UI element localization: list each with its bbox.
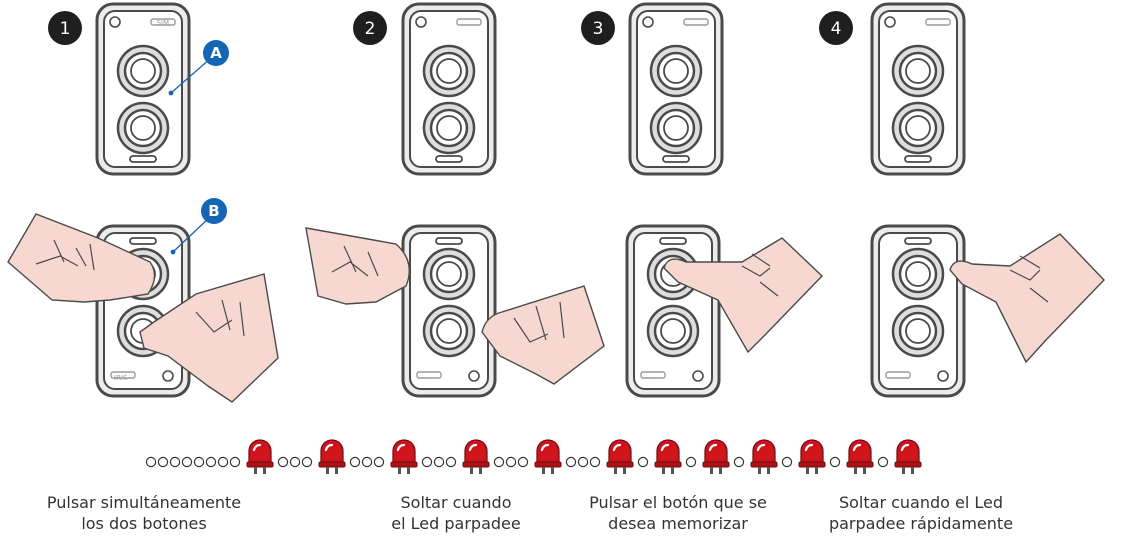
remote-back-3 bbox=[628, 2, 724, 176]
led-off-17 bbox=[421, 456, 433, 468]
step-2-group: 2 bbox=[305, 2, 605, 398]
step-3-group: 3 bbox=[581, 2, 823, 398]
led-off-10 bbox=[289, 456, 301, 468]
remote-front-3 bbox=[625, 224, 721, 398]
step-number-3: 3 bbox=[593, 19, 604, 39]
led-off-39 bbox=[877, 456, 889, 468]
caption-step-4: Soltar cuando el Led parpadee rápidament… bbox=[808, 492, 1034, 534]
remote-front-2 bbox=[401, 224, 497, 398]
led-off-13 bbox=[349, 456, 361, 468]
caption-step-2: Soltar cuando el Led parpadee bbox=[366, 492, 546, 534]
step-4-group: 4 bbox=[819, 2, 1105, 398]
step-badge-2: 2 bbox=[353, 11, 387, 45]
led-off-9 bbox=[277, 456, 289, 468]
led-off-7 bbox=[229, 456, 241, 468]
led-off-5 bbox=[205, 456, 217, 468]
led-off-19 bbox=[445, 456, 457, 468]
led-sequence bbox=[145, 438, 923, 476]
callout-a-letter: A bbox=[210, 44, 222, 62]
caption-2-line-1: Soltar cuando bbox=[400, 493, 512, 512]
caption-3-line-2: desea memorizar bbox=[608, 514, 748, 533]
led-on-24 bbox=[533, 438, 563, 476]
led-on-8 bbox=[245, 438, 275, 476]
led-off-18 bbox=[433, 456, 445, 468]
led-on-12 bbox=[317, 438, 347, 476]
led-off-27 bbox=[589, 456, 601, 468]
step-number-4: 4 bbox=[831, 19, 842, 39]
caption-3-line-1: Pulsar el botón que se bbox=[589, 493, 767, 512]
led-off-15 bbox=[373, 456, 385, 468]
step-badge-4: 4 bbox=[819, 11, 853, 45]
led-off-37 bbox=[829, 456, 841, 468]
led-off-29 bbox=[637, 456, 649, 468]
led-off-26 bbox=[577, 456, 589, 468]
remote-back-4 bbox=[870, 2, 966, 176]
caption-1-line-2: los dos botones bbox=[81, 514, 207, 533]
caption-4-line-2: parpadee rápidamente bbox=[828, 514, 1014, 533]
caption-step-3: Pulsar el botón que se desea memorizar bbox=[568, 492, 788, 534]
hand-right-release bbox=[481, 285, 605, 385]
led-off-1 bbox=[157, 456, 169, 468]
led-on-20 bbox=[461, 438, 491, 476]
remote-front-4 bbox=[870, 224, 966, 398]
remote-front-logo-1: IRIS bbox=[114, 374, 128, 382]
caption-2-line-2: el Led parpadee bbox=[391, 514, 521, 533]
led-off-6 bbox=[217, 456, 229, 468]
caption-1-line-1: Pulsar simultáneamente bbox=[46, 493, 242, 512]
led-on-40 bbox=[893, 438, 923, 476]
led-off-4 bbox=[193, 456, 205, 468]
led-off-21 bbox=[493, 456, 505, 468]
step-badge-3: 3 bbox=[581, 11, 615, 45]
step-badge-1: 1 bbox=[48, 11, 82, 45]
remote-back-2 bbox=[401, 2, 497, 176]
led-on-36 bbox=[797, 438, 827, 476]
led-off-25 bbox=[565, 456, 577, 468]
caption-step-1: Pulsar simultáneamente los dos botones bbox=[30, 492, 258, 534]
callout-b: B bbox=[201, 198, 227, 224]
led-off-3 bbox=[181, 456, 193, 468]
step-number-1: 1 bbox=[60, 19, 71, 39]
led-on-32 bbox=[701, 438, 731, 476]
led-off-31 bbox=[685, 456, 697, 468]
led-off-22 bbox=[505, 456, 517, 468]
step-1-group: 1 A B bbox=[7, 2, 279, 403]
led-on-30 bbox=[653, 438, 683, 476]
led-off-35 bbox=[781, 456, 793, 468]
hand-right-press bbox=[139, 273, 279, 403]
step-number-2: 2 bbox=[365, 19, 376, 39]
led-off-0 bbox=[145, 456, 157, 468]
hand-left-release bbox=[305, 227, 410, 305]
remote-back-logo-1: SIM bbox=[156, 19, 169, 27]
led-off-11 bbox=[301, 456, 313, 468]
led-on-28 bbox=[605, 438, 635, 476]
led-off-2 bbox=[169, 456, 181, 468]
led-off-14 bbox=[361, 456, 373, 468]
led-on-34 bbox=[749, 438, 779, 476]
caption-4-line-1: Soltar cuando el Led bbox=[838, 493, 1004, 512]
led-on-38 bbox=[845, 438, 875, 476]
callout-b-letter: B bbox=[208, 202, 219, 220]
callout-a: A bbox=[203, 40, 229, 66]
led-on-16 bbox=[389, 438, 419, 476]
hand-press-top bbox=[663, 237, 823, 354]
hand-release-top bbox=[949, 233, 1105, 364]
led-off-23 bbox=[517, 456, 529, 468]
led-off-33 bbox=[733, 456, 745, 468]
